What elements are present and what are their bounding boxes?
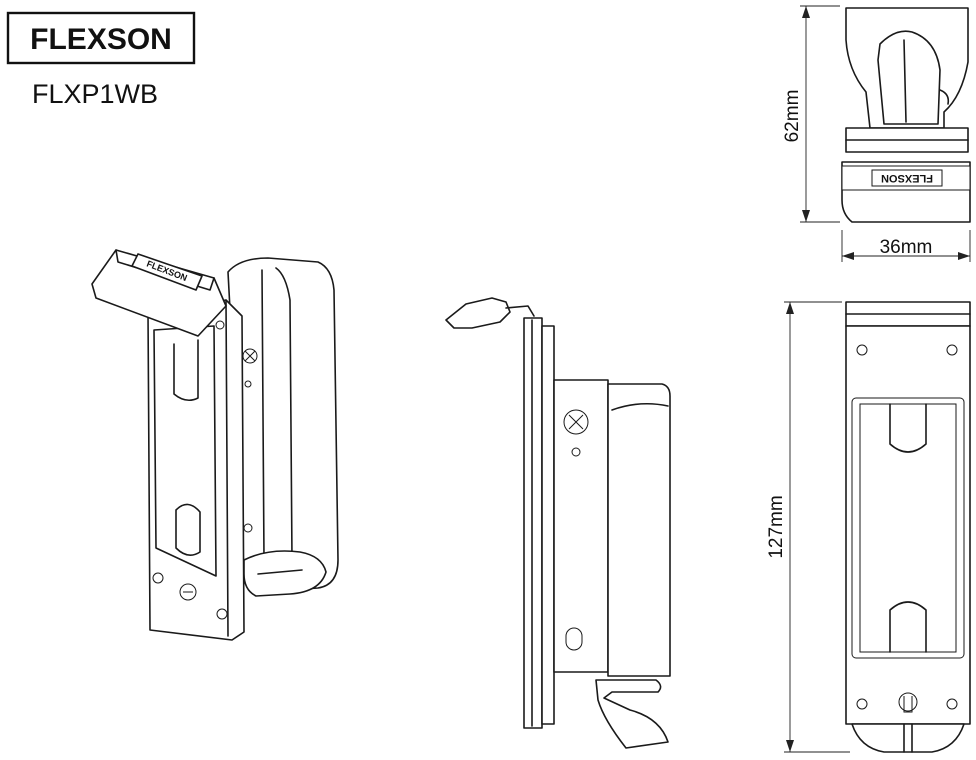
front-hole-bl xyxy=(856,698,868,710)
cap-pin xyxy=(215,320,225,330)
front-hole-tr xyxy=(946,344,958,356)
clamp-foot-slot xyxy=(257,569,303,575)
front-lower-slot xyxy=(889,601,927,653)
side-speaker-body xyxy=(607,383,671,677)
perspective-view: FLEXSON xyxy=(91,249,339,641)
side-hook-arm xyxy=(505,305,535,317)
clamp-inner-line xyxy=(275,267,293,561)
top-view-label-plate xyxy=(871,169,943,187)
dim-36-line xyxy=(841,230,971,262)
front-view: 127mm xyxy=(766,301,971,753)
side-plate-flange xyxy=(541,325,555,725)
side-view xyxy=(445,297,671,749)
screw-cross-icon xyxy=(244,350,256,362)
side-screw-cross-icon xyxy=(568,414,584,430)
clamp-foot xyxy=(243,550,327,597)
side-foot xyxy=(595,679,669,749)
dim-62-line xyxy=(800,5,840,223)
plate-hole-right xyxy=(216,608,228,620)
front-foot-slot xyxy=(903,723,913,753)
top-view-label: FLEXSON xyxy=(881,172,933,184)
upper-slot xyxy=(173,339,199,402)
front-recess xyxy=(851,397,965,659)
front-recess-inner xyxy=(859,403,957,653)
top-view: FLEXSON 62mm 36mm xyxy=(782,5,971,262)
side-body-curve xyxy=(611,402,669,411)
wall-plate-edge xyxy=(225,299,229,637)
model-number: FLXP1WB xyxy=(32,79,158,109)
dim-62-label: 62mm xyxy=(782,90,803,143)
logo-wordmark: FLEXSON xyxy=(30,23,172,56)
cap-label-plate xyxy=(131,253,203,291)
front-center-tab xyxy=(903,696,913,713)
side-slot xyxy=(565,627,583,651)
front-center-hole xyxy=(898,692,918,712)
dim-127-label: 127mm xyxy=(766,495,787,558)
front-hole-tl xyxy=(856,344,868,356)
side-small-hole xyxy=(571,447,581,457)
plate-hole-left xyxy=(152,572,164,584)
lower-slot xyxy=(175,503,201,556)
clamp-edge-line xyxy=(261,269,265,561)
clamp-body xyxy=(227,257,339,593)
dim-36-label: 36mm xyxy=(880,237,933,258)
side-lower-hole xyxy=(243,523,253,533)
wall-plate xyxy=(147,299,245,641)
top-view-post-line xyxy=(903,39,907,123)
logo-frame xyxy=(6,11,196,65)
side-hook xyxy=(445,297,511,329)
dim-127-line xyxy=(784,301,850,753)
front-foot xyxy=(851,723,965,753)
front-upper-slot xyxy=(889,403,927,453)
side-back-plate xyxy=(523,317,543,729)
top-view-post-tab xyxy=(939,89,950,105)
top-view-post xyxy=(877,30,941,125)
brand-logo: FLEXSON xyxy=(6,11,196,65)
front-hole-br xyxy=(946,698,958,710)
side-hole xyxy=(244,380,252,388)
